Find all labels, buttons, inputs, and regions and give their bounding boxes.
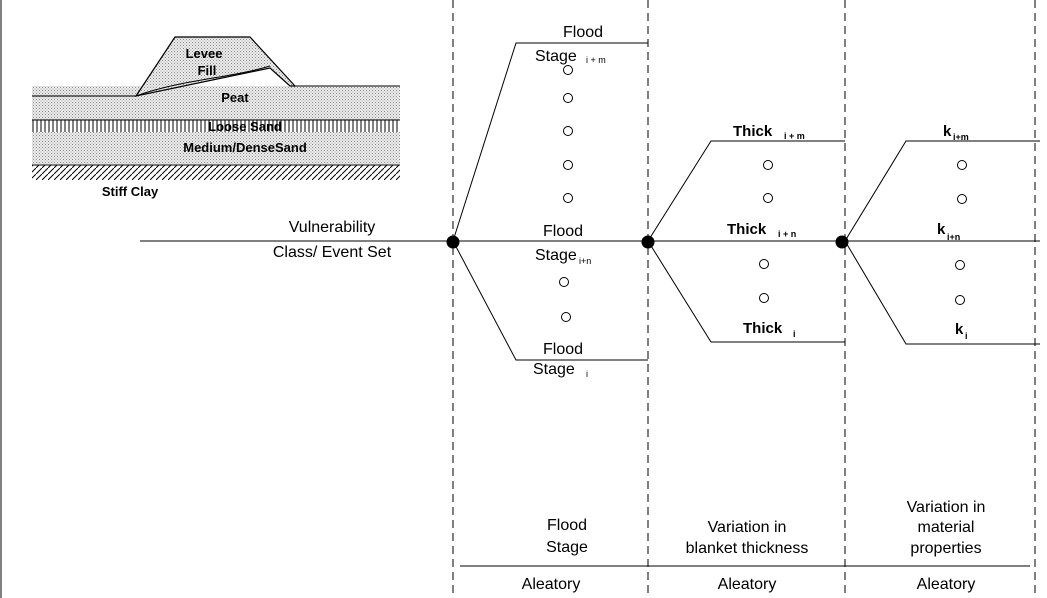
thickness-branch-top xyxy=(647,140,845,242)
column-2-uncertainty: Aleatory xyxy=(718,576,777,593)
column-3-uncertainty: Aleatory xyxy=(917,576,976,593)
column-2-line1: Variation in xyxy=(708,519,787,536)
medium-dense-sand-label: Medium/DenseSand xyxy=(183,140,307,155)
peat-label: Peat xyxy=(221,90,249,105)
k-bot-subscript: i xyxy=(965,331,968,341)
peat-layer xyxy=(32,86,400,120)
thick-bot-subscript: i xyxy=(793,329,796,339)
column-blanket-thickness: Variation in blanket thickness Aleatory xyxy=(686,519,809,593)
thick-mid-subscript: i + n xyxy=(778,229,796,239)
column-material-properties: Variation in material properties Aleator… xyxy=(907,499,986,593)
column-3-line3: properties xyxy=(910,540,981,557)
levee-label: Levee xyxy=(186,46,223,61)
root-label-line2: Class/ Event Set xyxy=(273,244,392,261)
column-1-line2: Stage xyxy=(546,539,588,556)
flood-top-word: Flood xyxy=(563,24,603,41)
flood-bot-word: Flood xyxy=(543,341,583,358)
flood-mid-word: Flood xyxy=(543,223,583,240)
root-node xyxy=(446,235,460,249)
ellipsis-dot xyxy=(563,126,573,136)
column-3-line2: material xyxy=(918,519,975,536)
stiff-clay-layer xyxy=(32,165,400,180)
ellipsis-dot xyxy=(559,277,569,287)
thick-mid-label: Thick xyxy=(727,221,767,238)
k-mid-subscript: i+n xyxy=(947,232,960,242)
ellipsis-dot xyxy=(561,312,571,322)
k-top-subscript: i+m xyxy=(953,132,969,142)
column-1-uncertainty: Aleatory xyxy=(522,576,581,593)
flood-top-stage: Stage xyxy=(535,48,577,65)
ellipsis-dot xyxy=(563,65,573,75)
root-label-line1: Vulnerability xyxy=(289,219,376,236)
flood-mid-subscript: i+n xyxy=(579,256,591,266)
flood-stage-node xyxy=(641,235,655,249)
thickness-node xyxy=(835,235,849,249)
thickness-branch-bottom xyxy=(647,240,845,343)
k-top-label: k xyxy=(943,123,952,140)
flood-bot-stage: Stage xyxy=(533,361,575,378)
k-branch-top xyxy=(844,140,1040,242)
flood-branch-top xyxy=(452,42,648,242)
loose-sand-layer xyxy=(32,120,400,132)
column-flood-stage: Flood Stage Aleatory xyxy=(522,517,588,593)
ellipsis-dot xyxy=(763,160,773,170)
flood-top-subscript: i + m xyxy=(586,55,606,65)
dense-sand-layer xyxy=(32,132,400,164)
column-2-line2: blanket thickness xyxy=(686,540,809,557)
permeability-branches: k i+m k i+n k i xyxy=(844,123,1040,345)
ellipsis-dot xyxy=(563,93,573,103)
peat-boundary-line xyxy=(135,65,271,97)
ellipsis-dot xyxy=(957,194,967,204)
ellipsis-dot xyxy=(957,160,967,170)
column-1-line1: Flood xyxy=(547,517,587,534)
ellipsis-dot xyxy=(759,259,769,269)
column-3-line1: Variation in xyxy=(907,499,986,516)
flood-mid-stage: Stage xyxy=(535,247,577,264)
thick-top-label: Thick xyxy=(733,123,773,140)
k-branch-bottom xyxy=(844,240,1040,345)
loose-sand-label: Loose Sand xyxy=(208,119,282,134)
thickness-branches: Thick i + m Thick i + n Thick i xyxy=(647,123,845,343)
fill-label: Fill xyxy=(198,63,217,78)
thick-bot-label: Thick xyxy=(743,320,783,337)
stiff-clay-label: Stiff Clay xyxy=(102,184,159,199)
ellipsis-dot xyxy=(763,193,773,203)
ellipsis-dot xyxy=(759,293,769,303)
k-bot-label: k xyxy=(955,321,964,338)
ellipsis-dot xyxy=(563,160,573,170)
thick-top-subscript: i + m xyxy=(784,131,805,141)
ellipsis-dot xyxy=(955,260,965,270)
k-mid-label: k xyxy=(937,221,946,238)
flood-stage-branches: Flood Stage i + m Flood Stage i+n Flood … xyxy=(452,24,648,379)
ellipsis-dot xyxy=(955,295,965,305)
flood-branch-bottom xyxy=(452,240,648,361)
soil-profile: Levee Fill Peat Loose Sand Medium/DenseS… xyxy=(32,36,400,199)
ellipsis-dot xyxy=(563,193,573,203)
flood-bot-subscript: i xyxy=(586,369,588,379)
